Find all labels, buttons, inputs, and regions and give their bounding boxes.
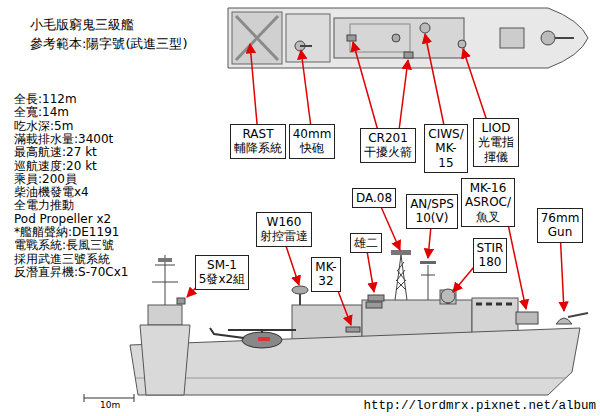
ship-side-view-part: [476, 303, 512, 306]
callout-box: CR201 干擾火箭: [360, 128, 416, 163]
spec-line: Pod Propeller x2: [14, 213, 111, 227]
ship-side-view-part: [292, 286, 308, 294]
callout-text: 40mm 快砲: [293, 127, 332, 156]
leader-arrow-part: [425, 34, 446, 135]
ship-side-view-part: [568, 313, 588, 317]
spec-line: 全電力推動: [14, 199, 74, 213]
leader-arrow: [187, 34, 564, 325]
ship-top-view-part: [420, 23, 430, 33]
ship-top-view-part: [404, 52, 413, 58]
ship-side-view-part: [366, 302, 382, 308]
callout-text: LIOD 光電指揮儀: [477, 121, 515, 164]
spec-line: *艦艏聲納:DE1191: [14, 226, 119, 240]
callout-box: MK-32: [311, 257, 340, 292]
callout-box: W160 射控雷達: [256, 212, 312, 247]
ship-front-view-part: [148, 305, 182, 325]
spec-line: 最高航速:27 kt: [14, 146, 97, 160]
ship-top-view-part: [236, 16, 278, 60]
leader-arrow-part: [398, 60, 408, 138]
callout-box: SM-1 5發x2組: [195, 255, 249, 290]
spec-line: 全寬:14m: [14, 106, 69, 120]
spec-line: 吃水深:5m: [14, 120, 73, 134]
callout-text: AN/SPS 10(V): [410, 197, 454, 226]
callout-box: 雄二: [350, 233, 382, 253]
ship-top-view-part: [334, 18, 464, 58]
ship-side-view-part: [346, 327, 360, 332]
scale-label: 10m: [100, 400, 120, 410]
watermark: http://lordmrx.pixnet.net/album: [363, 399, 596, 413]
spec-line: 採用武進三號系統: [14, 253, 110, 267]
spec-line: 電戰系統:長風三號: [14, 239, 114, 253]
callout-text: CR201 干擾火箭: [364, 131, 412, 160]
ship-top-view-part: [232, 12, 282, 64]
ship-top-view: [228, 8, 588, 68]
callout-box: AN/SPS 10(V): [406, 194, 458, 229]
ship-top-view-part: [500, 28, 524, 48]
subtitle: 參考範本:陽字號(武進三型): [30, 37, 188, 52]
leader-arrow-part: [353, 42, 380, 138]
ship-side-view-part: [516, 312, 538, 324]
ship-front-view-part: [140, 325, 190, 395]
callout-text: SM-1 5發x2組: [199, 258, 245, 287]
ship-top-view-part: [555, 37, 574, 39]
callout-text: RAST 輔降系統: [234, 127, 282, 156]
ship-side-view-part: [391, 250, 411, 255]
spec-line: 全長:112m: [14, 93, 77, 107]
callout-box: STIR 180: [473, 238, 508, 273]
ship-top-view-part: [347, 35, 356, 41]
ship-side-view-part: [299, 294, 301, 305]
callout-text: DA.08: [356, 191, 392, 205]
callout-text: 76mm Gun: [541, 211, 580, 240]
spec-line: 乘員:200員: [14, 173, 77, 187]
title: 小毛版窮鬼三級艦: [30, 18, 134, 33]
ship-side-view-part: [261, 330, 263, 333]
ship-side-view-part: [395, 255, 407, 300]
callout-box: DA.08: [352, 188, 396, 208]
ship-side-view-part: [368, 295, 384, 301]
ship-side-view: [130, 250, 588, 395]
ship-top-view-part: [541, 31, 555, 45]
callout-box: RAST 輔降系統: [230, 124, 286, 159]
ship-side-view-part: [136, 378, 566, 379]
ship-side-view-part: [130, 328, 580, 395]
leader-arrow-part: [301, 50, 312, 135]
ship-top-view-part: [286, 14, 330, 62]
callout-box: LIOD 光電指揮儀: [473, 118, 519, 167]
ship-top-view-part: [458, 40, 466, 48]
callout-box: CIWS/ MK-15: [424, 124, 467, 173]
callout-box: 40mm 快砲: [289, 124, 336, 159]
ship-side-view-part: [472, 298, 518, 334]
callout-text: 雄二: [354, 236, 378, 250]
callout-box: MK-16 ASROC/ 魚叉: [461, 178, 515, 227]
ship-top-view-part: [392, 34, 400, 42]
ship-top-view-part: [228, 8, 588, 68]
spec-line: 滿載排水量:3400t: [14, 133, 113, 147]
ship-side-view-part: [420, 261, 436, 264]
callout-text: MK-16 ASROC/ 魚叉: [465, 181, 511, 224]
callout-text: MK-32: [315, 260, 336, 289]
ship-front-view-part: [152, 255, 178, 305]
ship-front-view-part: [177, 298, 185, 304]
callout-text: STIR 180: [477, 241, 504, 270]
spec-line: 柴油機發電x4: [14, 186, 89, 200]
spec-line: 巡航速度:20 kt: [14, 160, 97, 174]
callout-text: W160 射控雷達: [260, 215, 308, 244]
ship-side-view-part: [556, 318, 572, 324]
spec-line: 反潛直昇機:S-70Cx1: [14, 266, 128, 280]
ship-front-view: [140, 255, 190, 395]
callout-box: 76mm Gun: [537, 208, 584, 243]
ship-front-view-part: [158, 258, 172, 262]
ship-top-view-part: [350, 24, 410, 52]
callout-text: CIWS/ MK-15: [428, 127, 463, 170]
ship-top-view-part: [300, 45, 312, 47]
ship-side-view-part: [421, 265, 435, 300]
ship-side-view-part: [258, 337, 270, 341]
leader-arrow-part: [250, 44, 258, 135]
ship-side-view-part: [242, 332, 282, 348]
